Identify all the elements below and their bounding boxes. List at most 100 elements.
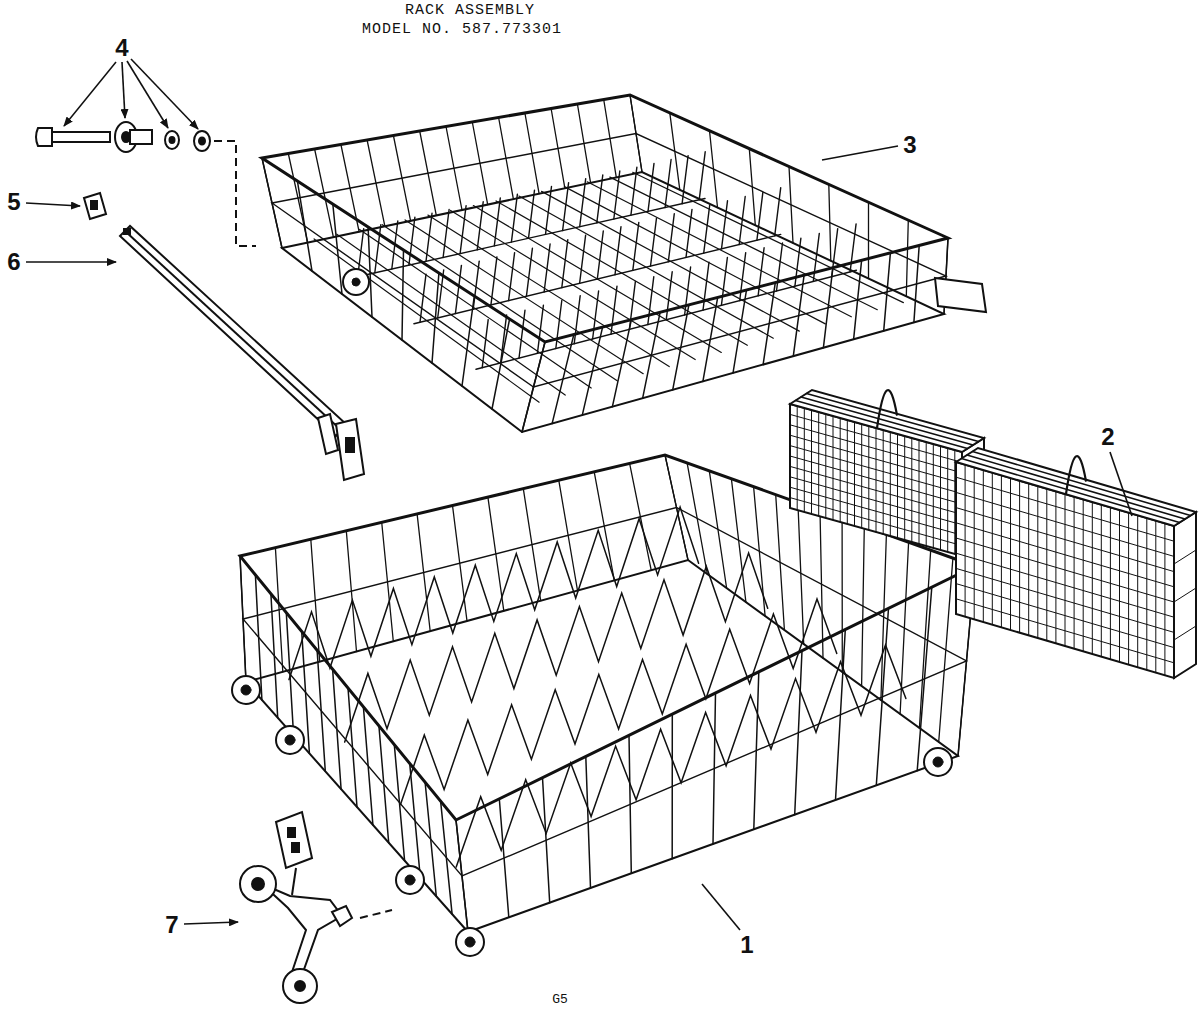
callout-number: 2 (1101, 424, 1114, 450)
rack-wire (906, 220, 908, 296)
basket-grid (956, 477, 1174, 541)
rack-tine (666, 272, 672, 320)
rack-tine (409, 217, 415, 265)
leader-lines (26, 59, 1132, 930)
carrier-slot (288, 828, 295, 837)
callout-number: 7 (165, 912, 178, 938)
leader-line (127, 61, 168, 128)
rack-tine-row (401, 599, 837, 805)
rack-wire (820, 511, 823, 659)
rack-tine (682, 156, 688, 204)
basket-grid (956, 538, 1174, 602)
carrier-wheel-hub (252, 878, 264, 890)
rack-wire (297, 181, 312, 271)
page-code: G5 (552, 993, 568, 1007)
rack-wheel-hub (465, 937, 475, 947)
rack-tine (631, 167, 637, 215)
rack-roller (343, 269, 369, 295)
rack-wire (868, 202, 869, 278)
rack-tine (757, 192, 763, 240)
leader-line (822, 146, 898, 160)
carrier-wheel (283, 969, 317, 1003)
rack-tine (580, 235, 586, 283)
basket-divider (807, 394, 979, 442)
rack-tine (832, 229, 838, 277)
rack-wire (876, 608, 888, 785)
rack-wire (713, 693, 716, 844)
rack-tine (668, 214, 674, 262)
rack-tine (546, 186, 552, 234)
rack-wire (446, 127, 462, 211)
rack-tine (686, 209, 692, 257)
rack-floor-wire (473, 206, 721, 353)
dashed-bracket (214, 141, 256, 246)
rack-wire (914, 245, 919, 322)
rack-tine (544, 244, 550, 292)
dashed-guide (360, 910, 392, 918)
callout-number: 6 (7, 249, 20, 275)
rack-wire (368, 227, 372, 317)
rack-tine (665, 160, 671, 208)
basket-handle (1066, 456, 1086, 493)
rack-wheel (276, 726, 304, 754)
rack-wire (453, 506, 468, 622)
leader-line (26, 203, 80, 206)
rack-tine (775, 188, 781, 236)
rack-tine (519, 310, 525, 358)
rack-wire (629, 735, 631, 873)
rack-wire (543, 778, 550, 903)
rack-wire (829, 184, 831, 260)
rack-wheel-hub (405, 875, 415, 885)
rack-wire (393, 136, 410, 221)
rack-wire (333, 204, 342, 294)
rack-wire (417, 514, 430, 631)
basket-grid (956, 553, 1174, 617)
clip-slot (91, 201, 97, 209)
rack-tine (813, 233, 819, 281)
basket-grid (956, 523, 1174, 587)
rack-wheel (396, 866, 424, 894)
rack-rail (120, 226, 364, 480)
rack-wire (240, 556, 246, 682)
basket-side (1174, 512, 1196, 678)
rack-tine (722, 201, 728, 249)
washer (165, 131, 179, 149)
rack-wire (262, 158, 282, 248)
rack-wheel (924, 748, 952, 776)
rail-edge (125, 231, 341, 430)
rack-tine (460, 206, 466, 254)
leader-line (122, 62, 125, 118)
rack-tine (529, 190, 535, 238)
rack-wire (499, 799, 509, 918)
rack-wire (379, 726, 389, 843)
basket-grid (1174, 550, 1196, 564)
rack-wire (841, 518, 843, 672)
rack-wire (776, 495, 785, 630)
carrier-hook (332, 906, 352, 926)
rack-wire (346, 531, 356, 652)
rack-wheel-hub (241, 685, 251, 695)
rack-tine (685, 267, 691, 315)
basket-grid (956, 599, 1174, 663)
rack-wire (410, 763, 421, 878)
rack-wire (604, 100, 617, 178)
rack-wheel (456, 928, 484, 956)
basket-grid (956, 584, 1174, 648)
leader-line (1110, 452, 1132, 516)
basket-grid (790, 446, 962, 494)
carrier-wheel (240, 866, 276, 902)
rack-wire (317, 650, 325, 771)
rack-wire (522, 342, 545, 432)
rack-floor-wire (476, 270, 856, 369)
rack-tine (491, 257, 497, 305)
rack-wire (670, 113, 680, 190)
basket-grid (956, 508, 1174, 572)
callout-number: 3 (903, 132, 916, 158)
rack-wire (551, 109, 565, 189)
basket-grid (790, 477, 962, 525)
basket-grid (1174, 626, 1196, 640)
rack-wire (522, 342, 545, 432)
rack-wire (472, 122, 487, 205)
rack-wire (262, 158, 282, 248)
rack-tine (562, 240, 568, 288)
